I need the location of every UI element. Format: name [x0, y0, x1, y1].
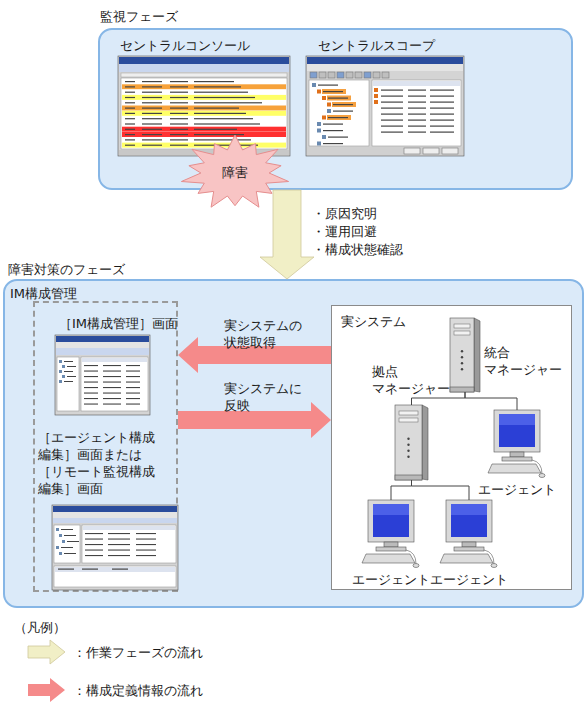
node-label: IM構成管理 — [10, 285, 150, 302]
node-label: エージェント — [430, 571, 508, 588]
node-label: ［エージェント構成 編集］画面または ［リモート監視構成 編集］画面 — [38, 429, 174, 497]
server-icon — [395, 405, 428, 480]
agent-node: エージェント — [488, 410, 546, 478]
node-label: セントラルスコープ — [318, 37, 488, 54]
node-label: 統合 マネージャー — [484, 344, 568, 378]
config-screenshot — [55, 335, 150, 415]
node-label: セントラルコンソール — [120, 37, 300, 54]
node-label: 実システム — [341, 313, 461, 330]
note-bullet: ・原因究明 — [312, 205, 377, 222]
node-label: 監視フェーズ — [100, 8, 320, 25]
agent-pc-icon — [440, 500, 498, 568]
edge-label: 実システムの 状態取得 — [224, 317, 316, 351]
agent-node: エージェント — [362, 500, 420, 568]
legend-arrow-sample — [28, 678, 65, 702]
scope-screenshot — [306, 56, 464, 156]
agent-pc-icon — [488, 410, 546, 478]
console-screenshot — [118, 56, 290, 156]
legend-title: （凡例） — [14, 619, 66, 636]
server-node: 拠点 マネージャー — [395, 405, 428, 480]
node-label: ［IM構成管理］画面 — [59, 315, 199, 332]
node-label: エージェント — [478, 481, 556, 498]
server-node: 統合 マネージャー — [450, 318, 480, 392]
legend-arrow-sample — [28, 640, 65, 664]
edge-label: 実システムに 反映 — [224, 380, 316, 414]
note-bullet: ・運用回避 — [312, 223, 377, 240]
node-label: 障害対策のフェーズ — [8, 261, 228, 278]
legend-text: ：作業フェーズの流れ — [73, 644, 203, 661]
edit-screenshot — [52, 505, 178, 590]
screenshot: セントラルスコープ — [306, 56, 464, 156]
legend-text: ：構成定義情報の流れ — [73, 682, 203, 699]
phase-box: 監視フェーズセントラルコンソールセントラルスコープ障害 — [98, 28, 573, 190]
system-box: 実システム統合 マネージャー拠点 マネージャーエージェントエージェントエージェン… — [331, 305, 572, 590]
agent-node: エージェント — [440, 500, 498, 568]
node-label: エージェント — [352, 571, 430, 588]
screen-group: IM構成管理［IM構成管理］画面［エージェント構成 編集］画面または ［リモート… — [33, 301, 178, 592]
flow-arrow — [260, 190, 314, 279]
server-icon — [450, 318, 480, 392]
screenshot: セントラルコンソール — [118, 56, 290, 156]
note-bullet: ・構成状態確認 — [312, 241, 403, 258]
node-label: 障害 — [180, 164, 290, 181]
screenshot: ［IM構成管理］画面 — [55, 335, 150, 415]
agent-pc-icon — [362, 500, 420, 568]
node-label: 拠点 マネージャー — [372, 363, 456, 397]
screenshot: ［エージェント構成 編集］画面または ［リモート監視構成 編集］画面 — [52, 505, 178, 590]
